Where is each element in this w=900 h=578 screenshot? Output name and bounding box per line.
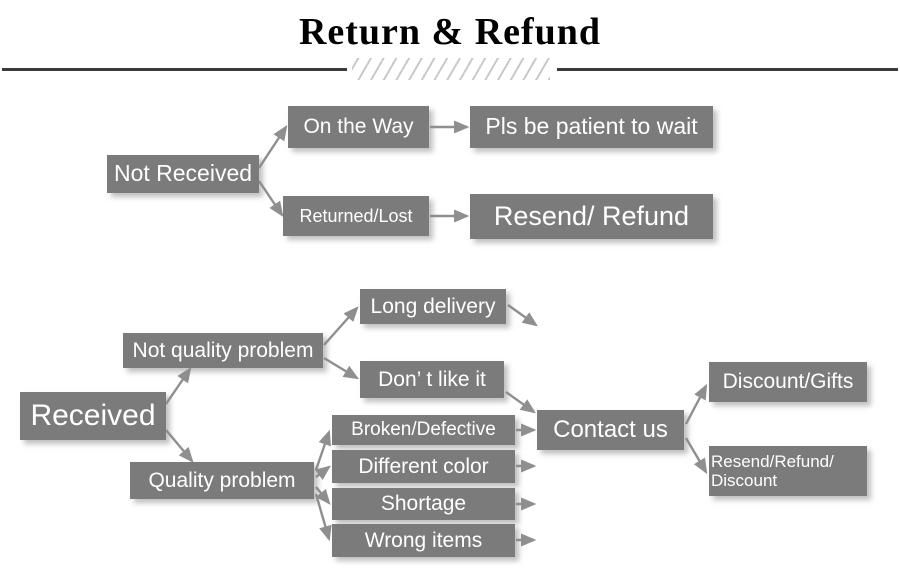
flow-node-on-the-way: On the Way <box>288 106 429 148</box>
flow-node-resend-refund-disc: Resend/Refund/ Discount <box>709 446 867 496</box>
flow-node-long-delivery: Long delivery <box>360 289 506 324</box>
flow-node-not-quality-problem: Not quality problem <box>123 333 323 368</box>
divider-hatch-ornament <box>352 58 550 80</box>
connector-arrow <box>165 429 194 463</box>
connector-arrow <box>507 304 538 327</box>
connector-arrow <box>314 429 331 471</box>
flow-node-contact-us: Contact us <box>537 410 684 450</box>
connector-arrow <box>323 306 359 346</box>
page-title: Return & Refund <box>298 11 602 53</box>
connector-arrow <box>257 124 288 169</box>
connector-arrow <box>258 180 284 217</box>
flow-node-dont-like-it: Don’ t like it <box>360 361 504 398</box>
connector-arrow <box>314 493 332 542</box>
flow-node-broken-defective: Broken/Defective <box>332 415 515 445</box>
flow-node-wrong-items: Wrong items <box>332 524 515 557</box>
flow-node-not-received: Not Received <box>107 155 259 193</box>
divider-line-right <box>557 68 898 71</box>
flow-node-discount-gifts: Discount/Gifts <box>709 362 867 402</box>
flow-node-returned-lost: Returned/Lost <box>283 196 429 236</box>
flow-node-shortage: Shortage <box>332 488 515 520</box>
connector-arrow <box>315 486 331 505</box>
connector-arrow <box>323 356 360 380</box>
connector-arrow <box>505 391 536 414</box>
connector-arrow <box>314 465 331 481</box>
flow-node-different-color: Different color <box>332 450 515 483</box>
connector-arrow <box>684 437 708 475</box>
flow-node-resend-refund: Resend/ Refund <box>470 194 713 239</box>
flow-node-pls-be-patient: Pls be patient to wait <box>470 106 713 148</box>
connector-arrow <box>684 383 708 425</box>
flow-node-received: Received <box>20 392 166 440</box>
flow-node-quality-problem: Quality problem <box>130 462 314 499</box>
divider-line-left <box>2 68 347 71</box>
connector-arrow <box>165 367 192 405</box>
